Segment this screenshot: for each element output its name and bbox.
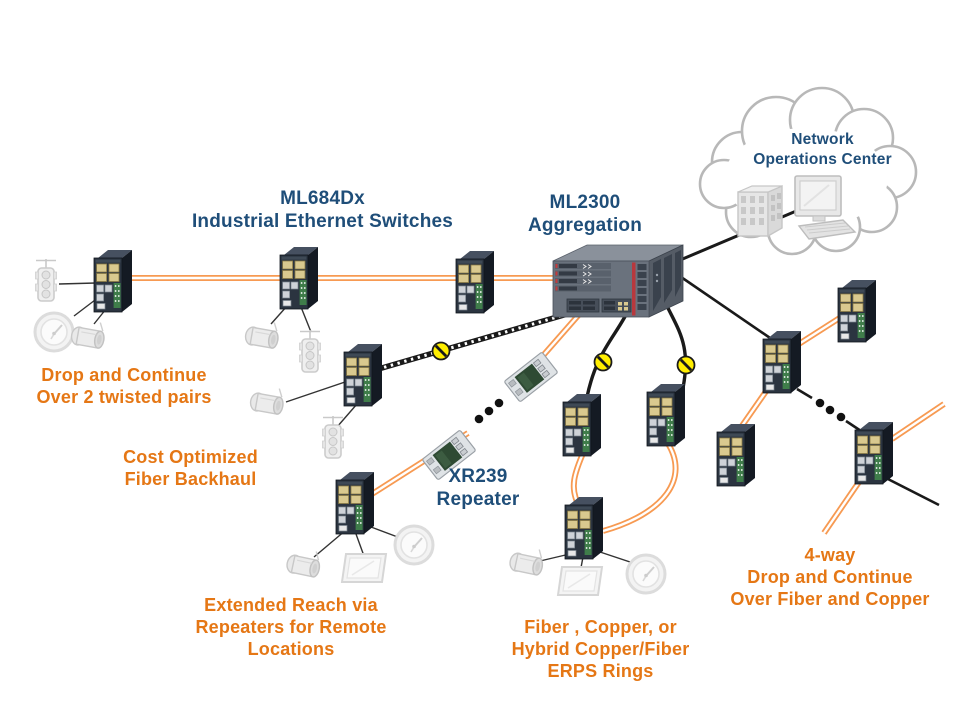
erps-ring-left-line — [570, 449, 587, 506]
ethernet-switch-icon — [564, 496, 604, 560]
gauge-icon — [393, 524, 435, 566]
noc-label: Network Operations Center — [753, 131, 892, 169]
erps-feed-right-cable — [665, 304, 688, 395]
ethernet-switch-icon — [335, 471, 375, 535]
xr239-label: XR239 Repeater — [436, 466, 520, 511]
ethernet-switch-icon — [279, 246, 319, 310]
gauge-icon — [33, 311, 75, 353]
aggregation-chassis-icon — [552, 244, 684, 318]
display-icon — [557, 566, 603, 596]
fourway-tail-cable — [885, 476, 940, 507]
blocked-port-icon — [431, 341, 451, 361]
ml2300-label: ML2300 Aggregation — [527, 192, 643, 237]
erps-feed-left-cable — [585, 303, 633, 399]
fourway-copper-line-3 — [890, 401, 946, 442]
fourway-ellipsis-cable-a — [796, 387, 813, 400]
ethernet-switch-icon — [716, 423, 756, 487]
camera-icon — [69, 317, 108, 351]
ethernet-switch-icon — [455, 250, 495, 314]
fourway-copper-line-4 — [821, 480, 862, 535]
repeater-icon — [503, 351, 559, 403]
camera-icon — [284, 545, 324, 579]
ml684dx-label: ML684Dx Industrial Ethernet Switches — [191, 188, 454, 233]
extended-reach-label: Extended Reach via Repeaters for Remote … — [195, 595, 387, 659]
camera-icon — [243, 317, 282, 351]
fiber-backhaul-line — [374, 305, 589, 373]
blocked-port-icon — [676, 355, 696, 375]
ethernet-switch-icon — [93, 249, 133, 313]
camera-icon — [248, 383, 287, 417]
building-icon — [737, 185, 783, 237]
ethernet-switch-icon — [646, 383, 686, 447]
camera-icon — [507, 543, 547, 577]
fourway-ellipsis-dots — [815, 398, 846, 422]
blocked-port-icon — [593, 352, 613, 372]
erps-rings-label: Fiber , Copper, or Hybrid Copper/Fiber E… — [511, 617, 690, 681]
ethernet-switch-icon — [762, 330, 802, 394]
repeater-ellipsis-dots — [474, 398, 504, 424]
fourway-ellipsis-cable-b — [845, 419, 862, 433]
ethernet-switch-icon — [854, 421, 894, 485]
ethernet-switch-icon — [343, 343, 383, 407]
display-icon — [341, 553, 387, 583]
gauge-icon — [625, 553, 667, 595]
ethernet-switch-icon — [562, 393, 602, 457]
traffic-light-icon — [298, 329, 322, 373]
ethernet-switch-icon — [837, 279, 877, 343]
traffic-light-icon — [34, 258, 58, 302]
erps-ring-right-line — [602, 440, 679, 534]
four-way-label: 4-way Drop and Continue Over Fiber and C… — [730, 545, 930, 609]
cost-optimized-label: Cost Optimized Fiber Backhaul — [123, 447, 258, 489]
fourway-trunk-cable — [680, 275, 774, 342]
drop-continue-pairs-label: Drop and Continue Over 2 twisted pairs — [36, 365, 212, 407]
